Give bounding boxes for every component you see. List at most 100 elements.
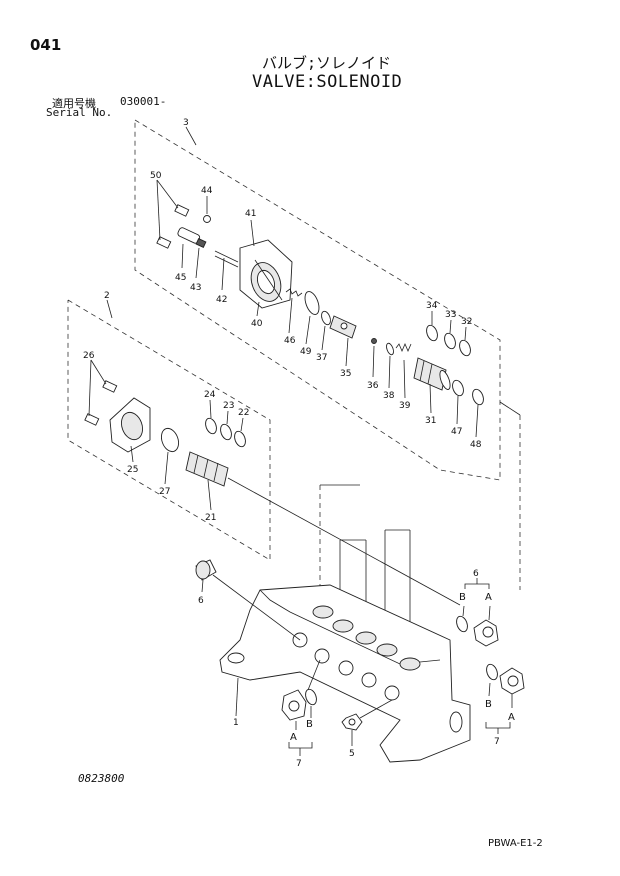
leader-48 <box>475 404 479 438</box>
leader-36 <box>372 345 375 378</box>
leader-32 <box>464 326 467 341</box>
callout-24: 24 <box>204 390 216 400</box>
callout-39: 39 <box>399 401 411 411</box>
page-title: VALVE:SOLENOID <box>252 72 403 92</box>
callout-36: 36 <box>367 381 379 391</box>
leader-31 <box>429 383 432 414</box>
callout-47: 47 <box>451 427 462 437</box>
ring-47-part <box>452 379 464 397</box>
ring-32-part <box>459 339 471 357</box>
letter-b-2: B <box>485 699 492 710</box>
leader-35 <box>345 337 349 367</box>
leader-2 <box>106 299 113 319</box>
callout-43: 43 <box>190 283 201 293</box>
letter-b-3: B <box>306 719 313 730</box>
callout-1: 1 <box>233 718 239 728</box>
leader-1 <box>235 677 239 717</box>
leader-37 <box>321 325 326 351</box>
leader-43 <box>195 247 200 279</box>
letter-a-2: A <box>508 712 515 723</box>
assembly-guide-lines <box>227 401 521 660</box>
group-3-boundary <box>134 119 501 481</box>
plug-44-part <box>203 215 211 223</box>
serial-label-japanese: 適用号機 <box>52 97 96 110</box>
leader-27 <box>164 451 169 485</box>
callout-41: 41 <box>245 209 256 219</box>
stem-35-part <box>329 315 357 339</box>
spool-31-part <box>413 357 451 391</box>
leader-b1 <box>462 605 465 617</box>
washer-37-part <box>321 310 331 326</box>
callout-21: 21 <box>205 513 216 523</box>
ring-22-part <box>234 430 246 448</box>
guide-6 <box>212 574 301 641</box>
leader-6 <box>201 579 204 593</box>
callout-7a: 7 <box>296 759 302 769</box>
leader-49 <box>305 315 311 345</box>
callout-33: 33 <box>445 310 456 320</box>
callout-49: 49 <box>300 347 312 357</box>
group-2-boundary <box>67 299 271 561</box>
leader-23 <box>226 410 229 425</box>
callout-3: 3 <box>183 118 189 128</box>
callout-48: 48 <box>470 440 482 450</box>
leader-47 <box>456 395 459 425</box>
ring-34-part <box>426 324 438 342</box>
ring-33-part <box>444 332 456 350</box>
callout-6: 6 <box>198 596 204 606</box>
spring-46-part <box>285 288 303 297</box>
callout-6b: 6 <box>473 569 479 579</box>
callout-23: 23 <box>223 401 234 411</box>
letter-a-3: A <box>290 732 297 743</box>
screw-50-part <box>156 179 190 249</box>
callout-50: 50 <box>150 171 162 181</box>
wire-42-part <box>214 250 239 268</box>
leader-39 <box>403 359 406 399</box>
leader-40 <box>256 301 260 317</box>
ball-36-part <box>371 338 377 344</box>
leader-b2 <box>488 682 491 697</box>
callout-31: 31 <box>425 416 436 426</box>
callout-26: 26 <box>83 351 95 361</box>
leader-a1 <box>488 605 491 621</box>
spring-38-part <box>386 342 412 356</box>
drawing-code: 0823800 <box>78 772 125 785</box>
leader-3 <box>185 126 197 146</box>
leader-38 <box>388 355 391 389</box>
letter-b-1: B <box>459 592 466 603</box>
ring-48-part <box>472 388 484 406</box>
callout-44: 44 <box>201 186 213 196</box>
guide-5 <box>359 699 393 719</box>
plug-6-part <box>195 559 217 581</box>
oring-49-part <box>304 291 320 315</box>
solenoid-coil-part <box>239 239 293 309</box>
callout-34: 34 <box>426 301 438 311</box>
leader-22 <box>240 417 244 432</box>
oring-27-part <box>160 427 180 453</box>
ring-23-part <box>220 423 232 441</box>
leader-46 <box>288 297 293 334</box>
callout-45: 45 <box>175 273 186 283</box>
callout-40: 40 <box>251 319 263 329</box>
callout-5: 5 <box>349 749 355 759</box>
callout-7b: 7 <box>494 737 500 747</box>
bracket-7a <box>288 742 313 749</box>
callout-46: 46 <box>284 336 296 346</box>
serial-label: Serial No. <box>46 106 113 119</box>
fitting-7a-part <box>281 688 317 721</box>
callout-27: 27 <box>159 487 170 497</box>
leader-25 <box>130 445 134 463</box>
guide-7a <box>307 659 321 691</box>
sheet-code: PBWA-E1-2 <box>488 838 543 849</box>
plug-5-part <box>341 713 363 731</box>
callout-2: 2 <box>104 291 110 301</box>
leader-45 <box>181 243 184 269</box>
letter-a-1: A <box>485 592 492 603</box>
spool-21-part <box>185 451 229 487</box>
page-title-japanese: バルブ;ソレノイド <box>262 54 392 72</box>
ring-24-part <box>205 417 217 435</box>
leader-33 <box>449 319 452 334</box>
valve-body-1-part <box>219 584 471 763</box>
fitting-6b-part <box>456 615 499 647</box>
